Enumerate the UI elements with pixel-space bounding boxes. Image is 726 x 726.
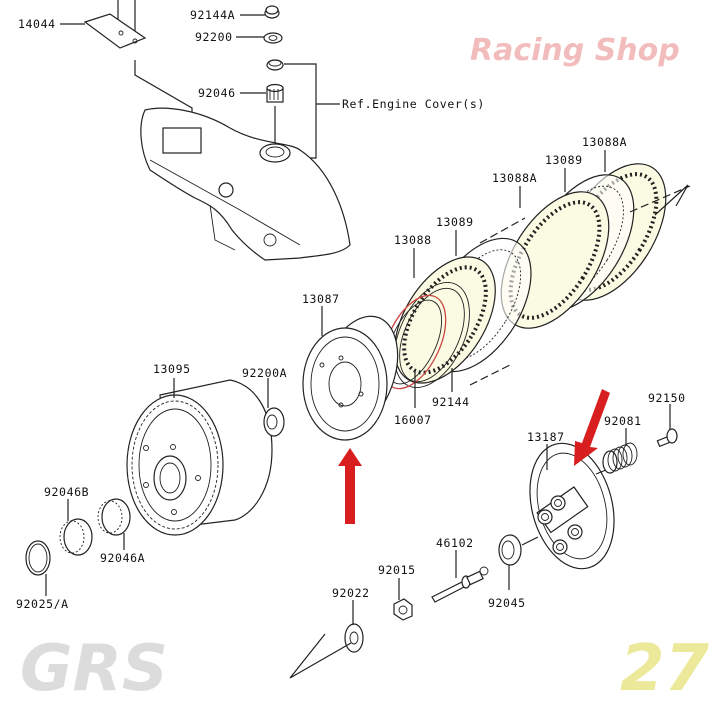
label-92046: 92046 [198,86,236,100]
label-92144: 92144 [432,395,470,409]
label-46102: 46102 [436,536,474,550]
label-16007: 16007 [394,413,432,427]
label-92046A: 92046A [100,551,145,565]
spring-92081 [602,442,638,474]
label-92045: 92045 [488,596,526,610]
clutch-housing-13095 [126,379,273,536]
friction-plate-13088 [394,256,496,384]
highlight-arrow-down [574,389,610,466]
watermark-logo: GRS [20,632,168,706]
watermark-number: 27 [620,632,710,706]
watermark-subtitle: Racing Shop [470,33,680,68]
needle-bearing-92046B [59,518,93,556]
label-92200A: 92200A [242,366,287,380]
highlight-arrow-up [338,448,362,524]
labels-layer: 14044 92144A 92200 92046 Ref.Engine Cove… [16,8,686,611]
label-13088A-top: 13088A [582,135,627,149]
watermark: GRS 27 Racing Shop [20,33,710,706]
label-13089-mid: 13089 [436,215,474,229]
nut-92015 [393,598,413,621]
label-13187: 13187 [527,430,565,444]
washer-92200 [263,32,283,44]
drawing-layer [25,0,691,679]
reference-note: Ref.Engine Cover(s) [342,97,485,111]
label-92081: 92081 [604,414,642,428]
label-92025A: 92025/A [16,597,69,611]
needle-bearing-92046A [97,498,131,536]
label-92046B: 92046B [44,485,89,499]
label-13095: 13095 [153,362,191,376]
label-13088: 13088 [394,233,432,247]
label-14044: 14044 [18,17,56,31]
bolt-92150 [656,428,678,448]
label-13089-top: 13089 [545,153,583,167]
label-13087: 13087 [302,292,340,306]
washer-92025A [25,540,51,576]
pressure-plate-13187 [529,442,615,570]
clip-92144A [264,5,280,19]
label-92022: 92022 [332,586,370,600]
clutch-hub-13087 [302,315,399,441]
label-92150: 92150 [648,391,686,405]
washer-92200A [263,407,285,437]
label-92015: 92015 [378,563,416,577]
label-13088A-mid: 13088A [492,171,537,185]
seal-top [266,59,284,71]
washer-92022 [344,623,364,653]
label-92144A: 92144A [190,8,235,22]
bearing-92046 [266,83,284,103]
release-lever-housing [140,107,351,261]
push-rod-46102 [431,566,489,603]
bearing-92045 [498,534,522,566]
label-92200: 92200 [195,30,233,44]
